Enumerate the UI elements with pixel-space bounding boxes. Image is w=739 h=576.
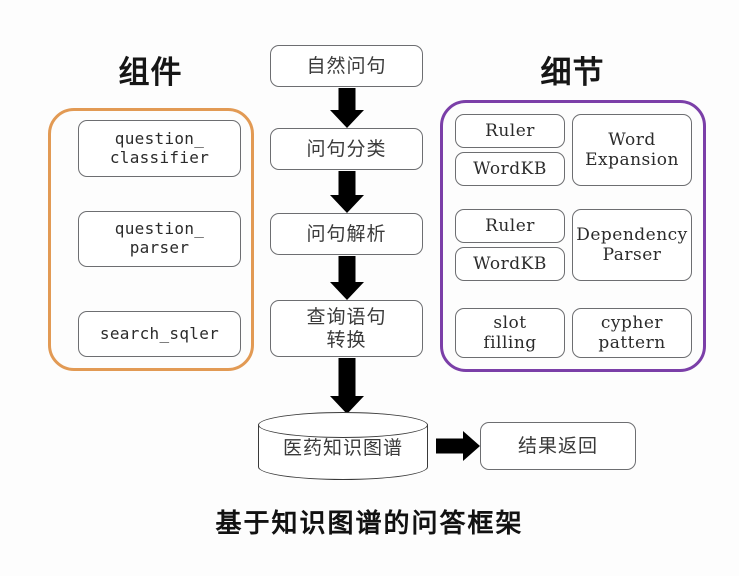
component-box-search-sqler[interactable]: search_sqler xyxy=(78,311,241,357)
detail-box-cypher-pattern[interactable]: cypher pattern xyxy=(572,308,692,358)
component-box-question-parser[interactable]: question_ parser xyxy=(78,211,241,267)
flow-step-question-parsing[interactable]: 问句解析 xyxy=(270,213,423,255)
detail-box-dependency-parser[interactable]: Dependency Parser xyxy=(572,209,692,281)
cylinder-top-ellipse xyxy=(258,412,428,438)
datastore-label: 医药知识图谱 xyxy=(282,436,403,459)
detail-box-word-expansion[interactable]: Word Expansion xyxy=(572,114,692,186)
flow-step-question-classification[interactable]: 问句分类 xyxy=(270,128,423,170)
arrow-question-to-classify xyxy=(330,88,364,128)
arrow-classify-to-parse xyxy=(330,171,364,213)
component-box-question-classifier[interactable]: question_ classifier xyxy=(78,120,241,177)
components-panel xyxy=(48,108,254,371)
details-panel xyxy=(440,100,706,372)
flow-step-natural-question[interactable]: 自然问句 xyxy=(270,45,423,87)
figure-caption: 基于知识图谱的问答框架 xyxy=(215,509,524,539)
arrow-query-to-datastore xyxy=(330,358,364,414)
details-panel-header: 细节 xyxy=(540,55,605,90)
detail-box-slot-filling[interactable]: slot filling xyxy=(455,308,565,358)
flow-step-result-return[interactable]: 结果返回 xyxy=(480,422,636,470)
components-panel-header: 组件 xyxy=(118,55,183,90)
detail-box-ruler-2[interactable]: Ruler xyxy=(455,209,565,243)
detail-box-ruler-1[interactable]: Ruler xyxy=(455,114,565,148)
detail-box-wordkb-1[interactable]: WordKB xyxy=(455,152,565,186)
knowledge-graph-datastore[interactable]: 医药知识图谱 xyxy=(258,412,428,480)
flow-step-query-conversion[interactable]: 查询语句 转换 xyxy=(270,300,423,357)
detail-box-wordkb-2[interactable]: WordKB xyxy=(455,247,565,281)
arrow-datastore-to-result xyxy=(436,431,480,461)
arrow-parse-to-query xyxy=(330,256,364,300)
